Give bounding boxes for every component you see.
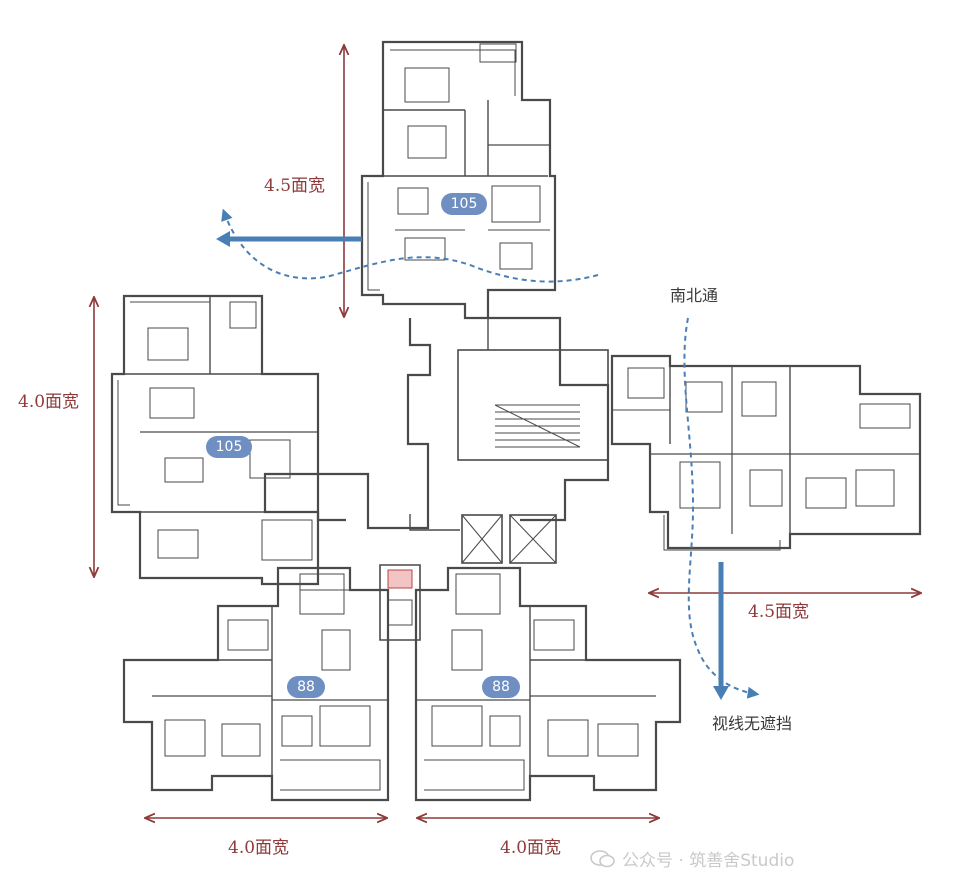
dimension-label-east: 4.5面宽 xyxy=(748,602,810,622)
dimension-label-southwest: 4.0面宽 xyxy=(228,838,290,858)
unit-west xyxy=(110,294,320,586)
dimension-label-north: 4.5面宽 xyxy=(264,176,326,196)
watermark-text: 公众号 · 筑善舍Studio xyxy=(622,851,795,871)
dimension-lines xyxy=(94,46,920,818)
core xyxy=(316,316,610,641)
dimension-label-southeast: 4.0面宽 xyxy=(500,838,562,858)
ventilation-arrows xyxy=(221,208,760,699)
dimension-label-west: 4.0面宽 xyxy=(18,392,80,412)
unit-southeast xyxy=(414,566,682,802)
ventilation-label: 南北通 xyxy=(670,286,719,305)
unit-southwest xyxy=(122,566,390,802)
area-badge-southwest: 88 xyxy=(287,676,325,698)
watermark: 公众号 · 筑善舍Studio xyxy=(590,846,794,871)
view-arrow-east-head xyxy=(713,686,729,700)
view-arrows xyxy=(216,231,729,700)
area-badge-west: 105 xyxy=(206,436,252,458)
airflow-north xyxy=(221,208,599,283)
airflow-east xyxy=(683,317,760,699)
area-badge-southeast: 88 xyxy=(482,676,520,698)
view-arrow-north-head xyxy=(216,231,230,247)
unit-east xyxy=(610,354,922,551)
wechat-icon xyxy=(590,849,616,869)
area-badge-north: 105 xyxy=(441,193,487,215)
view-label: 视线无遮挡 xyxy=(712,714,793,733)
